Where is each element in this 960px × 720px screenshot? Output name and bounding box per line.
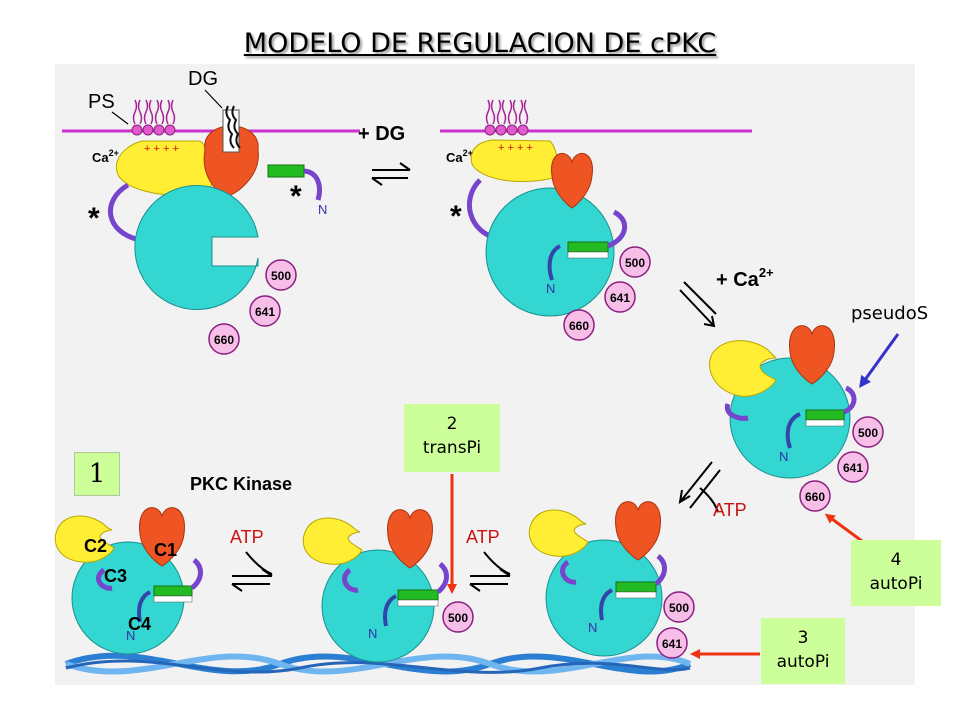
filament	[64, 652, 692, 675]
catalytic-domain-1	[134, 185, 259, 310]
lipid-tails-right	[485, 99, 529, 125]
svg-text:N: N	[126, 628, 135, 643]
svg-text:500: 500	[448, 611, 468, 625]
svg-text:500: 500	[271, 269, 291, 283]
state2-membrane-closed: Ca2+ + + + + * N 500 641 660	[446, 139, 651, 341]
page-title: MODELO DE REGULACION DE cPKC	[243, 28, 717, 59]
site-500-3	[852, 416, 884, 448]
atp-label-b1: ATP	[230, 527, 264, 547]
equilibrium-arrows-ca	[679, 281, 717, 328]
plus-ca-label: + Ca2+	[716, 265, 774, 291]
state3-cytosolic: N 500 641 660	[709, 325, 884, 512]
star-1b: *	[290, 180, 302, 213]
step-4-number: 4	[890, 550, 902, 570]
pseudosubstrate-3	[805, 409, 845, 421]
svg-text:500: 500	[669, 601, 689, 615]
linker-1	[108, 182, 141, 243]
arrow-autopi-660	[824, 513, 867, 546]
lipid-tails-left	[132, 99, 176, 125]
pseudosubstrate-2	[567, 241, 609, 253]
c1-domain-b1	[139, 507, 185, 567]
step-3-box: 3 autoPi	[761, 618, 845, 684]
equilibrium-arrows-b2	[469, 551, 511, 592]
pkc-kinase-label: PKC Kinase	[190, 474, 292, 494]
pseudosubstrate-label: pseudoS	[851, 303, 929, 324]
equilibrium-arrows-b1	[231, 551, 273, 592]
svg-text:660: 660	[214, 333, 234, 347]
svg-text:641: 641	[610, 291, 630, 305]
c2-label: C2	[84, 536, 107, 556]
site-641-b3	[656, 627, 688, 659]
ca-label-2: Ca2+	[446, 148, 473, 165]
charges-2: + + + +	[498, 142, 533, 154]
site-660-2	[563, 309, 595, 341]
bottom-state-1: N C2 C1 C3 C4	[54, 507, 203, 655]
bottom-state-3: N 500 641	[528, 501, 695, 659]
equilibrium-arrows-atp-diag	[678, 461, 721, 513]
star-2: *	[450, 200, 462, 233]
site-500-2	[619, 246, 651, 278]
lipid-heads-right	[484, 124, 529, 136]
c4-label: C4	[128, 614, 151, 634]
c2-domain-3	[709, 340, 778, 397]
svg-text:500: 500	[625, 256, 645, 270]
c1-domain-3	[789, 325, 835, 385]
site-641-3	[837, 451, 869, 483]
bottom-state-2: N 500	[302, 509, 474, 663]
linker-n-1	[303, 168, 322, 201]
svg-text:641: 641	[662, 637, 682, 651]
site-500-b3	[663, 591, 695, 623]
step-2-box: 2 transPi	[404, 404, 500, 472]
svg-text:N: N	[546, 281, 555, 296]
step-2-text: transPi	[422, 438, 482, 458]
arrow-pseudos	[859, 333, 900, 389]
atp-label-b2: ATP	[466, 527, 500, 547]
lipid-heads-left	[131, 124, 176, 136]
site-660-3	[799, 480, 831, 512]
charges-1: + + + +	[144, 143, 179, 155]
catalytic-domain-2	[485, 187, 615, 317]
svg-text:N: N	[588, 620, 597, 635]
site-641-2	[604, 281, 636, 313]
step-3-text: autoPi	[776, 652, 830, 672]
svg-text:660: 660	[805, 490, 825, 504]
equilibrium-arrows-dg	[371, 162, 411, 186]
n-label-1: N	[318, 202, 327, 217]
svg-text:641: 641	[255, 305, 275, 319]
site-500-b2	[442, 601, 474, 633]
svg-text:641: 641	[843, 461, 863, 475]
step-3-number: 3	[797, 628, 809, 648]
svg-text:500: 500	[858, 426, 878, 440]
step-2-number: 2	[446, 414, 458, 434]
svg-text:660: 660	[569, 319, 589, 333]
c1-label: C1	[154, 540, 177, 560]
step-4-box: 4 autoPi	[851, 540, 941, 606]
ps-label: PS	[88, 91, 115, 113]
site-500-1	[265, 259, 297, 291]
svg-text:N: N	[368, 626, 377, 641]
step-4-text: autoPi	[869, 574, 923, 594]
site-660-1	[208, 323, 240, 355]
pseudosubstrate-1	[267, 164, 305, 178]
dg-lipid	[225, 105, 235, 149]
state1-membrane-open: Ca2+ + + + + N * * 500 641 660	[88, 105, 327, 355]
dg-label: DG	[188, 68, 218, 90]
c3-label: C3	[104, 566, 127, 586]
ca-label-1: Ca2+	[92, 148, 119, 165]
atp-label-diag: ATP	[713, 500, 747, 520]
step-1-box: 1	[74, 452, 120, 496]
site-641-1	[249, 295, 281, 327]
star-1a: *	[88, 202, 100, 235]
c2-domain-b1	[54, 515, 115, 563]
c1-domain-2	[551, 152, 593, 209]
plus-dg-label: + DG	[358, 123, 405, 145]
svg-text:N: N	[779, 449, 788, 464]
